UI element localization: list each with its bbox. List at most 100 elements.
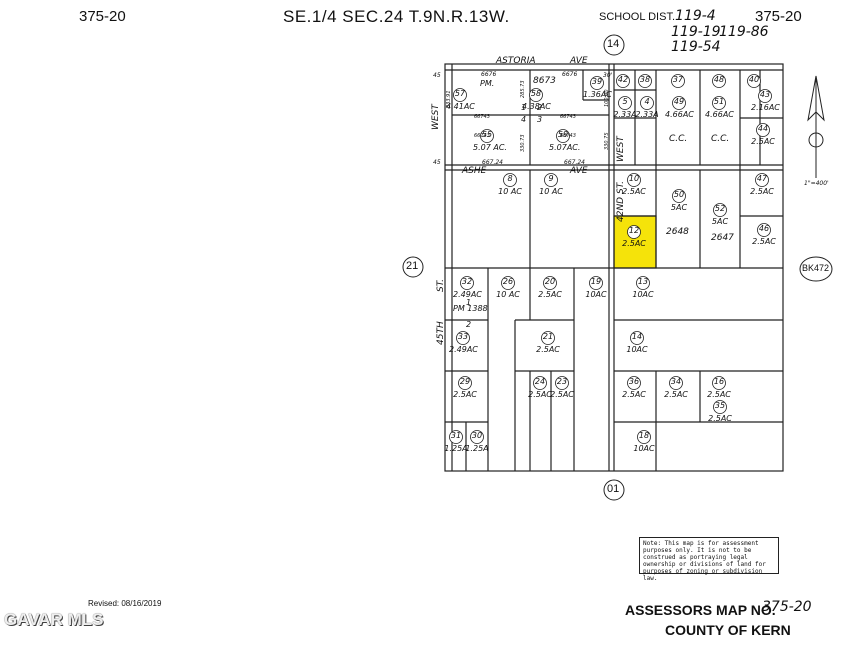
parcel-number[interactable]: 58 bbox=[530, 89, 542, 98]
page-ref-left[interactable]: 21 bbox=[406, 260, 419, 272]
parcel-circle[interactable] bbox=[636, 276, 650, 290]
street-west-42nd: WEST bbox=[616, 136, 626, 162]
parcel-number[interactable]: 5 bbox=[622, 97, 628, 106]
parcel-circle[interactable] bbox=[456, 331, 470, 345]
parcel-circle[interactable] bbox=[453, 88, 467, 102]
parcel-circle[interactable] bbox=[630, 331, 644, 345]
parcel-circle[interactable] bbox=[627, 225, 641, 239]
parcel-number[interactable]: 48 bbox=[713, 75, 725, 84]
parcel-number[interactable]: 4 bbox=[644, 97, 650, 106]
school-code-1: 119-4 bbox=[675, 8, 716, 24]
parcel-circle[interactable] bbox=[757, 223, 771, 237]
parcel-number[interactable]: 9 bbox=[548, 174, 554, 183]
parcel-area: 2.5AC bbox=[622, 239, 646, 248]
school-code-4: 119-54 bbox=[671, 39, 721, 55]
parcel-number[interactable]: 23 bbox=[556, 377, 568, 386]
parcel-circle[interactable] bbox=[672, 189, 686, 203]
parcel-circle[interactable] bbox=[541, 331, 555, 345]
parcel-circle[interactable] bbox=[627, 173, 641, 187]
parcel-circle[interactable] bbox=[712, 376, 726, 390]
parcel-circle[interactable] bbox=[627, 376, 641, 390]
parcel-number[interactable]: 24 bbox=[534, 377, 546, 386]
parcel-number[interactable]: 42 bbox=[617, 75, 629, 84]
parcel-number[interactable]: 20 bbox=[544, 277, 556, 286]
parcel-number[interactable]: 39 bbox=[591, 77, 603, 86]
parcel-circle[interactable] bbox=[755, 173, 769, 187]
parcel-number[interactable]: 21 bbox=[542, 332, 554, 341]
parcel-circle[interactable] bbox=[543, 276, 557, 290]
parcel-circle[interactable] bbox=[713, 203, 727, 217]
street-45th-st: ST. bbox=[436, 278, 446, 292]
parcel-circle[interactable] bbox=[758, 89, 772, 103]
parcel-number[interactable]: 14 bbox=[631, 332, 643, 341]
parcel-circle[interactable] bbox=[458, 376, 472, 390]
parcel-number[interactable]: 51 bbox=[713, 97, 725, 106]
dim-667-24-b: 667.24 bbox=[564, 159, 585, 166]
parcel-number[interactable]: 13 bbox=[637, 277, 649, 286]
parcel-circle[interactable] bbox=[669, 376, 683, 390]
parcel-number[interactable]: 57 bbox=[454, 89, 466, 98]
parcel-number[interactable]: 52 bbox=[714, 204, 726, 213]
parcel-number[interactable]: 29 bbox=[459, 377, 471, 386]
parcel-circle[interactable] bbox=[640, 96, 654, 110]
parcel-number[interactable]: 10 bbox=[628, 174, 640, 183]
highlighted-parcel[interactable] bbox=[613, 215, 657, 269]
parcel-number[interactable]: 31 bbox=[450, 431, 462, 440]
parcel-number[interactable]: 33 bbox=[457, 332, 469, 341]
parcel-number[interactable]: 37 bbox=[672, 75, 684, 84]
parcel-circle[interactable] bbox=[672, 96, 686, 110]
parcel-number[interactable]: 26 bbox=[502, 277, 514, 286]
parcel-number[interactable]: 40 bbox=[748, 75, 760, 84]
parcel-area: 1.25A bbox=[444, 444, 468, 453]
parcel-number[interactable]: 46 bbox=[758, 224, 770, 233]
parcel-circle[interactable] bbox=[533, 376, 547, 390]
parcel-number[interactable]: 55 bbox=[481, 130, 493, 139]
parcel-number[interactable]: 19 bbox=[590, 277, 602, 286]
parcel-circle[interactable] bbox=[713, 400, 727, 414]
label-6676-b: 6676 bbox=[562, 71, 578, 78]
parcel-circle[interactable] bbox=[460, 276, 474, 290]
parcel-number[interactable]: 30 bbox=[471, 431, 483, 440]
parcel-circle[interactable] bbox=[756, 123, 770, 137]
parcel-number[interactable]: 16 bbox=[713, 377, 725, 386]
parcel-circle[interactable] bbox=[589, 276, 603, 290]
parcel-circle[interactable] bbox=[470, 430, 484, 444]
assessor-map-number: 375-20 bbox=[762, 599, 812, 615]
parcel-circle[interactable] bbox=[747, 74, 761, 88]
parcel-number[interactable]: 36 bbox=[628, 377, 640, 386]
parcel-number[interactable]: 12 bbox=[628, 226, 640, 235]
parcel-circle[interactable] bbox=[544, 173, 558, 187]
parcel-number[interactable]: 43 bbox=[759, 90, 771, 99]
parcel-number[interactable]: 49 bbox=[673, 97, 685, 106]
page-ref-bottom[interactable]: 01 bbox=[607, 483, 620, 495]
parcel-number[interactable]: 35 bbox=[714, 401, 726, 410]
parcel-number[interactable]: 18 bbox=[638, 431, 650, 440]
book-ref[interactable]: BK472 bbox=[802, 263, 830, 273]
parcel-circle[interactable] bbox=[637, 430, 651, 444]
parcel-circle[interactable] bbox=[480, 129, 494, 143]
parcel-circle[interactable] bbox=[590, 76, 604, 90]
parcel-number[interactable]: 50 bbox=[673, 190, 685, 199]
parcel-circle[interactable] bbox=[503, 173, 517, 187]
parcel-circle[interactable] bbox=[712, 74, 726, 88]
parcel-circle[interactable] bbox=[618, 96, 632, 110]
parcel-number[interactable]: 38 bbox=[639, 75, 651, 84]
parcel-circle[interactable] bbox=[671, 74, 685, 88]
parcel-number[interactable]: 8 bbox=[507, 174, 513, 183]
page-ref-top[interactable]: 14 bbox=[607, 38, 620, 50]
parcel-number[interactable]: 32 bbox=[461, 277, 473, 286]
parcel-area: 2.5AC bbox=[528, 390, 552, 399]
parcel-number[interactable]: 34 bbox=[670, 377, 682, 386]
parcel-circle[interactable] bbox=[449, 430, 463, 444]
parcel-circle[interactable] bbox=[616, 74, 630, 88]
parcel-number[interactable]: 44 bbox=[757, 124, 769, 133]
parcel-circle[interactable] bbox=[555, 376, 569, 390]
parcel-circle[interactable] bbox=[529, 88, 543, 102]
parcel-number[interactable]: 59 bbox=[557, 130, 569, 139]
parcel-circle[interactable] bbox=[638, 74, 652, 88]
parcel-area: 5.07 AC. bbox=[473, 143, 507, 152]
parcel-circle[interactable] bbox=[501, 276, 515, 290]
parcel-circle[interactable] bbox=[712, 96, 726, 110]
parcel-circle[interactable] bbox=[556, 129, 570, 143]
parcel-number[interactable]: 47 bbox=[756, 174, 768, 183]
